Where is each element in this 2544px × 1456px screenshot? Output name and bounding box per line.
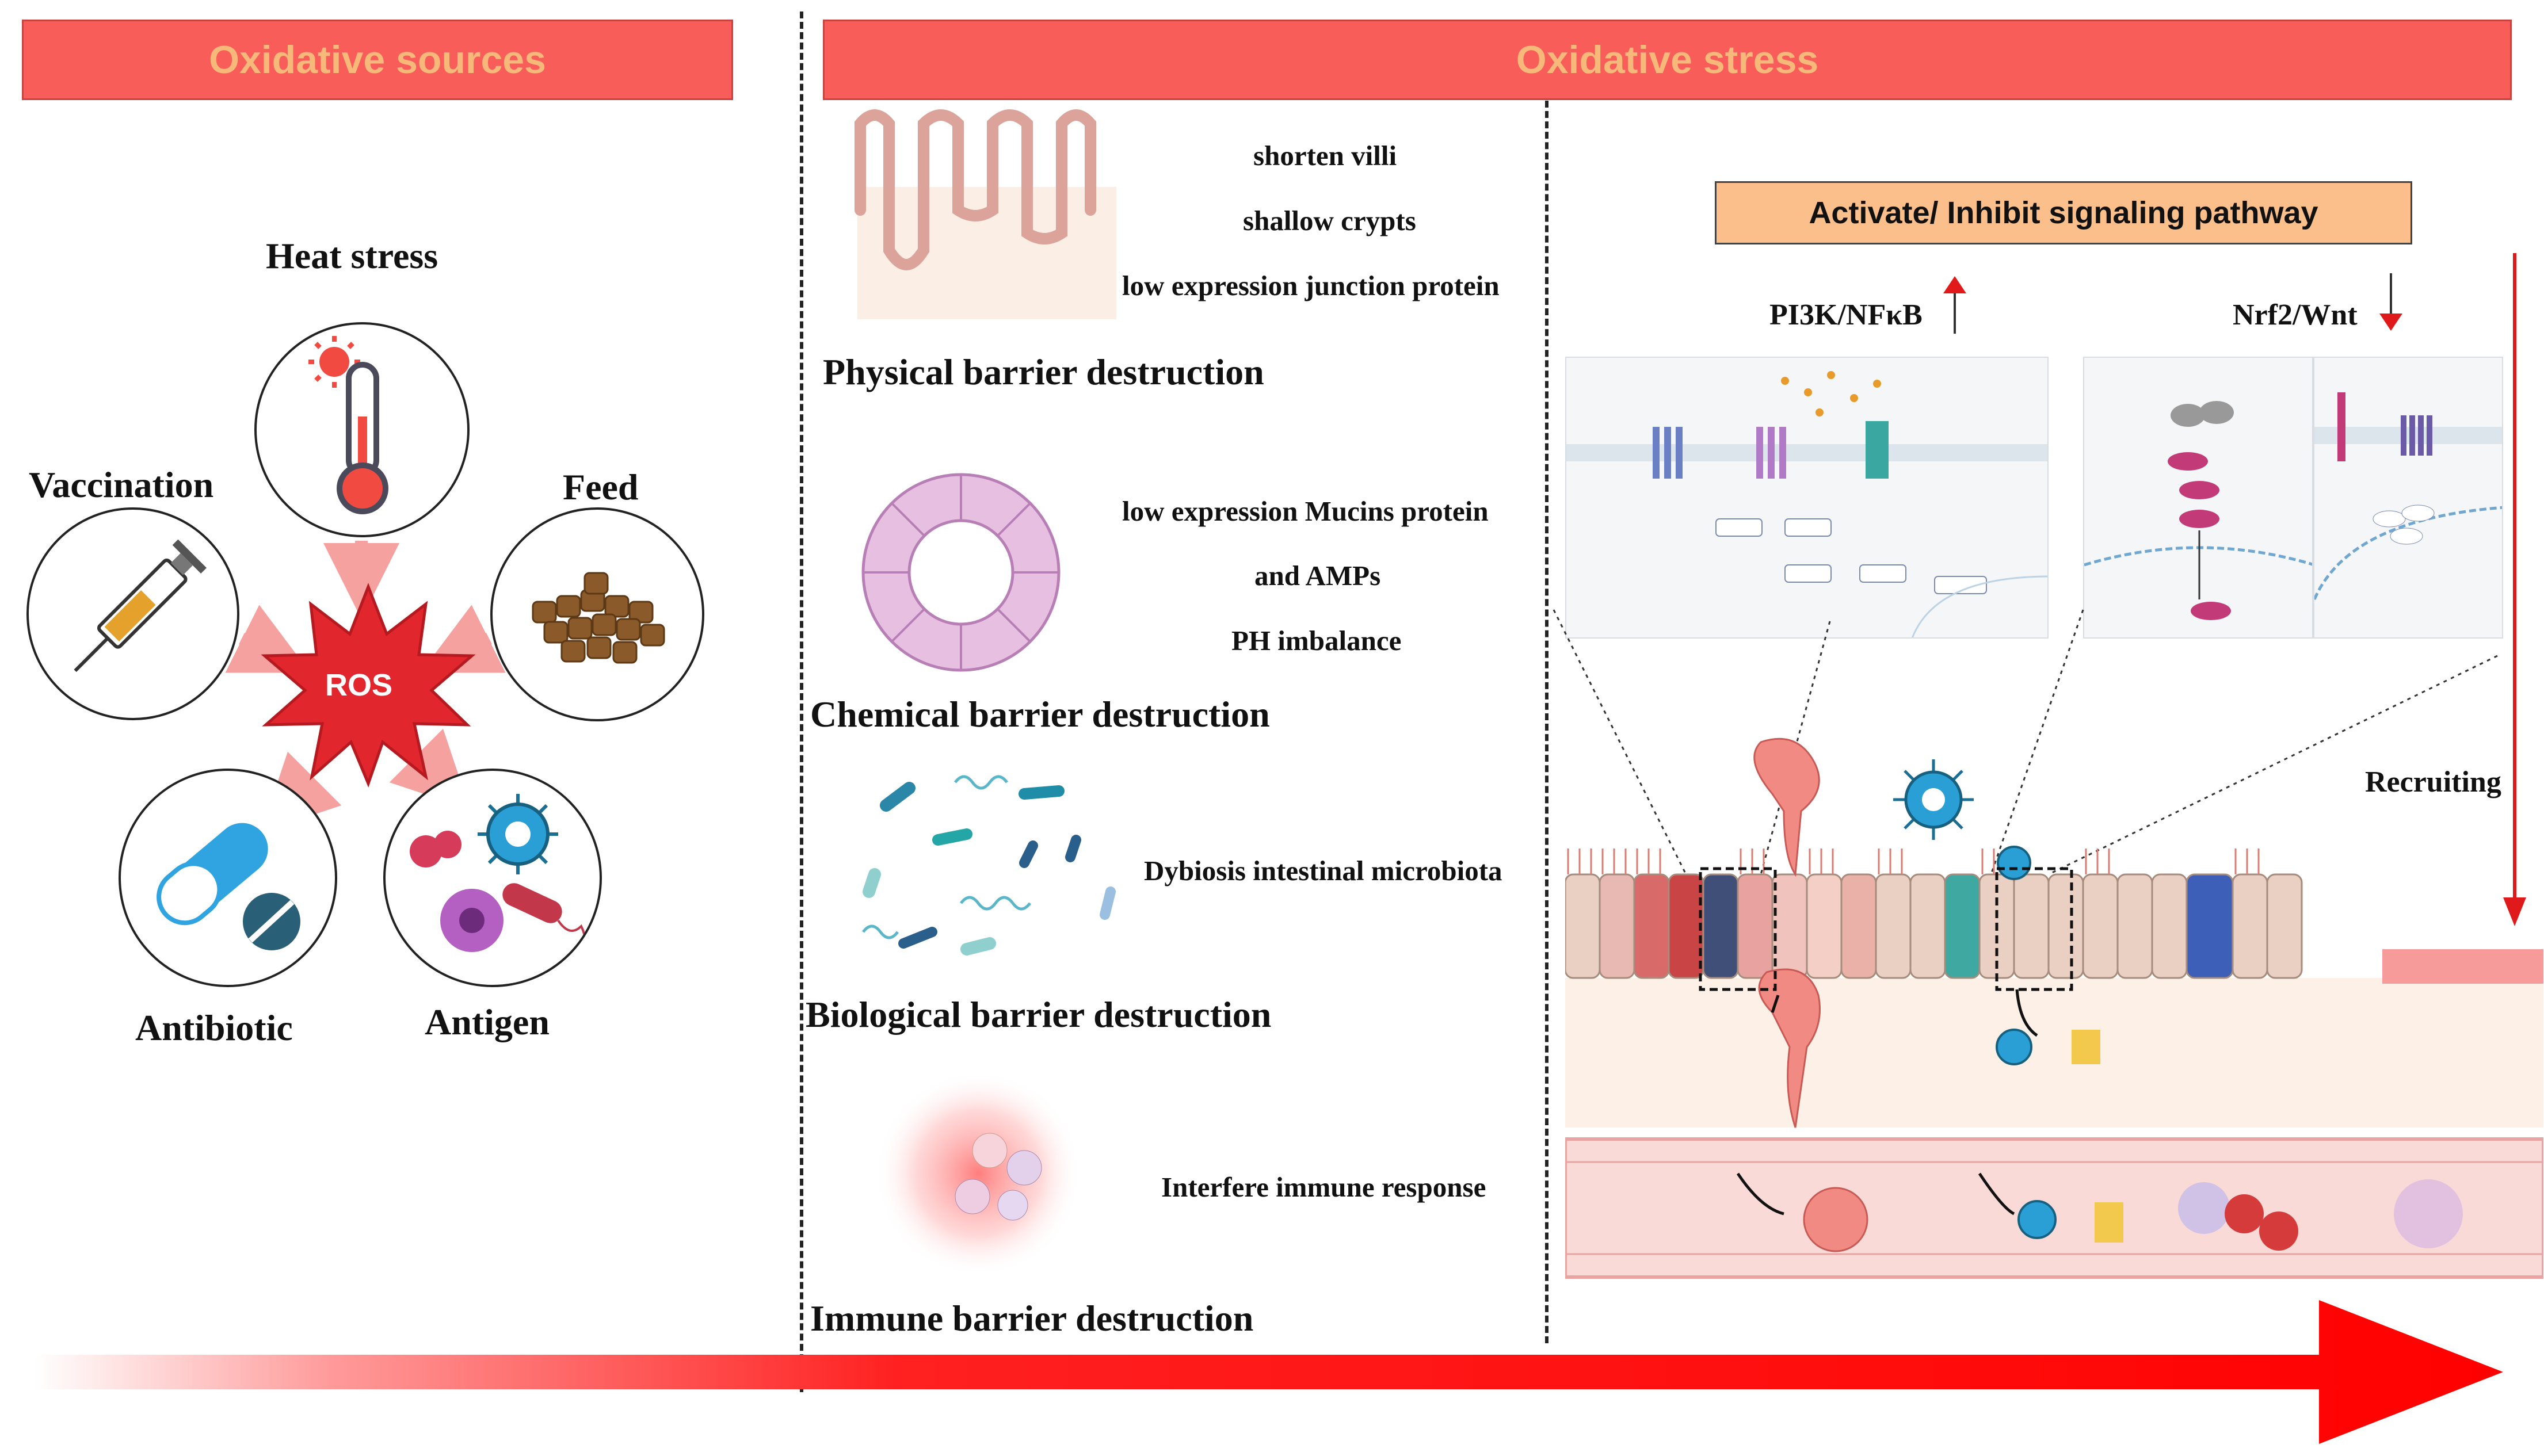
chemical-item-2: and AMPs [1254,560,1381,591]
down-arrow-icon [2379,273,2402,331]
ros-label: ROS [325,668,393,702]
intestinal-epithelium-illustration [1565,737,2543,1279]
pi3k-pathway-panel [1565,357,2049,639]
chemical-item-1: low expression Mucins protein [1122,495,1489,527]
physical-item-1: shorten villi [1253,140,1397,171]
heat-stress-circle [254,322,470,537]
oxidative-sources-banner: Oxidative sources [22,20,733,100]
antibiotic-circle [119,769,337,987]
chemical-item-3: PH imbalance [1231,625,1402,656]
physical-item-2: shallow crypts [1243,205,1416,236]
vaccination-circle [26,507,239,720]
pi3k-nfkb-label: PI3K/NFκB [1769,299,1923,331]
villi-illustration [855,109,1116,319]
immune-item-1: Interfere immune response [1161,1171,1486,1203]
chemical-barrier-title: Chemical barrier destruction [810,694,1270,735]
oxidative-stress-title: Oxidative stress [1516,38,1819,82]
physical-barrier-title: Physical barrier destruction [823,351,1264,392]
biological-item-1: Dybiosis intestinal microbiota [1144,855,1502,886]
divider-left [800,12,803,1392]
wnt-pathway-panel [2313,357,2503,639]
progression-arrow [35,1300,2503,1444]
capsule-icon [157,823,300,950]
signaling-pathway-box: Activate/ Inhibit signaling pathway [1715,181,2412,244]
feed-circle [490,507,704,721]
heat-stress-label: Heat stress [266,235,438,276]
vaccination-label: Vaccination [29,464,214,505]
oxidative-sources-title: Oxidative sources [209,38,546,82]
immune-cells-illustration [875,1070,1082,1277]
feed-pellets-icon [532,572,665,664]
antigen-circle [383,769,602,987]
divider-right [1545,101,1548,1343]
oxidative-stress-banner: Oxidative stress [823,20,2512,100]
syringe-icon [74,539,207,672]
antigen-label: Antigen [425,1002,550,1042]
recruiting-arrow [2503,253,2526,926]
recruiting-label: Recruiting [2365,766,2501,798]
antibiotic-label: Antibiotic [135,1007,293,1048]
ros-star [261,583,476,788]
mucosal-ring-illustration [861,473,1061,672]
microbiota-illustration [862,775,1116,956]
antigen-microbes-icon [410,794,587,961]
feed-label: Feed [563,467,639,507]
nrf2-pathway-diagram [2084,401,2312,620]
wnt-pathway-diagram [2314,392,2502,600]
signaling-pathway-text: Activate/ Inhibit signaling pathway [1809,196,2318,230]
up-arrow-icon [1943,276,1966,334]
pi3k-pathway-diagram [1566,371,2047,637]
physical-item-3: low expression junction protein [1122,270,1500,301]
thermometer-icon [308,336,388,514]
biological-barrier-title: Biological barrier destruction [806,994,1272,1035]
nrf2-pathway-panel [2083,357,2313,639]
nrf2-wnt-label: Nrf2/Wnt [2233,299,2358,331]
immune-barrier-title: Immune barrier destruction [810,1298,1254,1339]
